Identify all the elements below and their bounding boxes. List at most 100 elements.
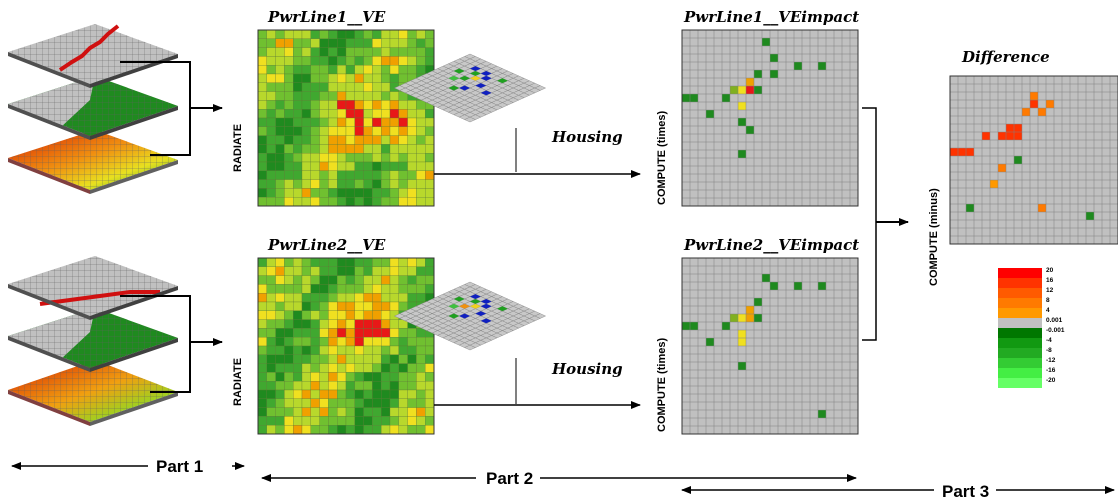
ve-cell [266, 310, 276, 320]
ve-cell [266, 170, 276, 180]
impact1-raster [681, 29, 859, 207]
house-cell [480, 318, 492, 324]
ve-cell [425, 381, 435, 391]
ve-cell [301, 354, 311, 364]
ve-cell [416, 100, 426, 110]
raster-cell [770, 282, 778, 290]
ve-cell [310, 328, 320, 338]
ve-cell [293, 144, 303, 154]
ve-cell [301, 275, 311, 285]
ve-cell [372, 293, 382, 303]
ve-cell [337, 319, 347, 329]
ve-cell [425, 117, 435, 127]
raster-cell [746, 314, 754, 322]
ve-cell [319, 144, 329, 154]
ve-cell [275, 398, 285, 408]
ve-cell [345, 389, 355, 399]
legend-swatch [998, 298, 1042, 308]
ve-cell [284, 65, 294, 75]
ve-cell [416, 425, 426, 435]
ve-cell [301, 109, 311, 119]
ve-cell [284, 135, 294, 145]
house-cell [480, 75, 492, 81]
ve-cell [301, 398, 311, 408]
ve-cell [354, 416, 364, 426]
ve-cell [328, 170, 338, 180]
ve-cell [310, 293, 320, 303]
ve-cell [266, 91, 276, 101]
ve-cell [345, 275, 355, 285]
ve-cell [372, 197, 382, 207]
ve-cell [337, 266, 347, 276]
ve-cell [416, 257, 426, 267]
ve-cell [354, 82, 364, 92]
ve-cell [407, 188, 417, 198]
ve-cell [389, 100, 399, 110]
ve-cell [407, 117, 417, 127]
raster-cell [754, 70, 762, 78]
raster-cell [998, 164, 1006, 172]
ve-cell [381, 275, 391, 285]
ve-cell [293, 381, 303, 391]
ve-cell [407, 170, 417, 180]
ve-cell [284, 319, 294, 329]
ve-cell [301, 381, 311, 391]
ve-cell [416, 47, 426, 57]
ve-cell [257, 38, 267, 48]
ve-cell [425, 47, 435, 57]
ve-cell [328, 144, 338, 154]
ve-cell [319, 363, 329, 373]
ve-cell [266, 398, 276, 408]
ve-cell [266, 161, 276, 171]
difference-title: Difference [961, 48, 1050, 66]
ve-cell [372, 345, 382, 355]
ve-cell [328, 38, 338, 48]
ve-cell [319, 153, 329, 163]
ve-cell [328, 65, 338, 75]
raster-cell [958, 148, 966, 156]
ve-cell [319, 188, 329, 198]
ve-cell [381, 47, 391, 57]
ve-cell [301, 73, 311, 83]
ve-cell [354, 38, 364, 48]
ve-cell [319, 337, 329, 347]
ve-cell [372, 91, 382, 101]
ve-cell [416, 109, 426, 119]
legend-label: 0.001 [1046, 317, 1063, 324]
ve-cell [363, 91, 373, 101]
raster-cell [738, 118, 746, 126]
ve-cell [257, 144, 267, 154]
ve-cell [389, 389, 399, 399]
ve-cell [425, 284, 435, 294]
ve-cell [363, 398, 373, 408]
ve-cell [310, 117, 320, 127]
ve-cell [398, 100, 408, 110]
ve-cell [328, 381, 338, 391]
ve-cell [293, 109, 303, 119]
ve-cell [354, 179, 364, 189]
ve-cell [266, 117, 276, 127]
ve-cell [345, 179, 355, 189]
ve-cell [337, 91, 347, 101]
ve-cell [257, 65, 267, 75]
layer-stack-2 [8, 256, 178, 426]
ve-cell [372, 337, 382, 347]
ve-cell [354, 170, 364, 180]
ve-cell [381, 354, 391, 364]
ve-cell [275, 179, 285, 189]
ve-cell [266, 38, 276, 48]
ve-cell [381, 398, 391, 408]
house-cell [448, 303, 460, 309]
ve-cell [425, 337, 435, 347]
ve-cell [319, 266, 329, 276]
ve-cell [363, 109, 373, 119]
ve-cell [266, 284, 276, 294]
ve-cell [275, 29, 285, 39]
raster-cell [762, 274, 770, 282]
ve-cell [363, 257, 373, 267]
ve-cell [416, 188, 426, 198]
ve-cell [310, 266, 320, 276]
ve-cell [381, 381, 391, 391]
part3-extent: Part 3 [681, 482, 1115, 499]
ve-cell [275, 257, 285, 267]
